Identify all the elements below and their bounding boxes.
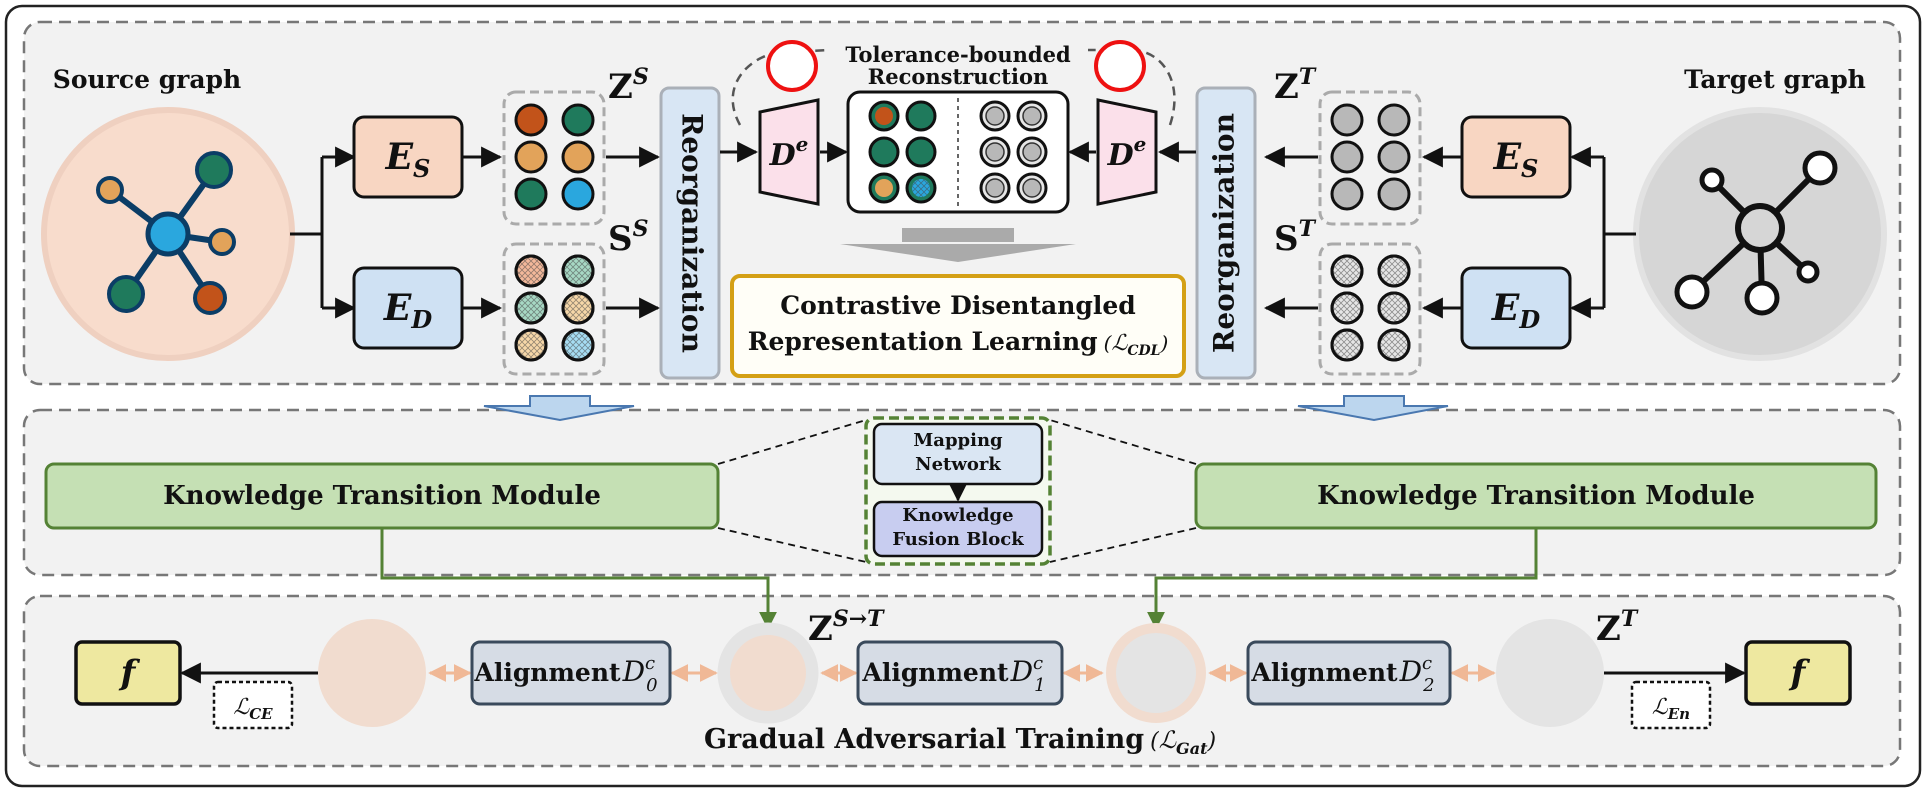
recon-target-nodes bbox=[979, 100, 1048, 204]
target-domain-circle bbox=[1496, 619, 1604, 727]
ktm-right-label: Knowledge Transition Module bbox=[1317, 481, 1755, 511]
loss-en-label: ℒEn bbox=[1652, 695, 1690, 723]
st-nodes bbox=[1330, 254, 1411, 362]
decoder-left-label: De bbox=[769, 132, 809, 173]
intermediate-domain-1-inner bbox=[730, 635, 806, 711]
encoder-ed-left-label: ED bbox=[383, 287, 432, 334]
reorganization-right-label: Reorganization bbox=[1208, 113, 1241, 353]
intermediate-domain-2-inner bbox=[1116, 633, 1196, 713]
ktm-left-label: Knowledge Transition Module bbox=[163, 481, 601, 511]
fusion-block-box bbox=[872, 500, 1044, 558]
recon-loop-right bbox=[1088, 48, 1176, 126]
reorganization-left bbox=[659, 86, 721, 380]
z-t-bottom-label: ZT bbox=[1596, 606, 1639, 649]
alignment-d0-box bbox=[470, 640, 672, 706]
classifier-right-label: f bbox=[1789, 653, 1811, 693]
cdl-line1: Contrastive Disentangled bbox=[780, 291, 1136, 320]
alignment-d2-box bbox=[1246, 640, 1452, 706]
zt-nodes bbox=[1330, 103, 1411, 211]
encoder-output-arrows bbox=[462, 146, 1462, 319]
source-graph-icon bbox=[41, 107, 295, 361]
reconstruction-box bbox=[846, 90, 1070, 214]
recon-title-line1: Tolerance-bounded bbox=[845, 42, 1071, 67]
ss-nodes bbox=[514, 254, 595, 362]
tolerance-circle-left bbox=[766, 40, 818, 92]
reorganization-left-label: Reorganization bbox=[676, 113, 709, 353]
source-graph-label: Source graph bbox=[53, 65, 241, 94]
loss-ce-box bbox=[212, 680, 294, 730]
target-graph-icon bbox=[1633, 107, 1887, 361]
decoder-right bbox=[1096, 98, 1158, 206]
blue-down-arrow-left bbox=[483, 395, 635, 422]
recon-title-line2: Reconstruction bbox=[868, 64, 1048, 89]
target-branch-arrows bbox=[1569, 146, 1636, 319]
loss-ce-label: ℒCE bbox=[233, 695, 273, 723]
encoder-ed-right-label: ED bbox=[1491, 287, 1540, 334]
mapping-line1: Mapping bbox=[913, 430, 1003, 451]
zt-label: ZT bbox=[1274, 64, 1317, 107]
mapping-line2: Network bbox=[915, 454, 1001, 475]
gat-label: Gradual Adversarial Training(ℒGat) bbox=[704, 724, 1216, 758]
fusion-line2: Fusion Block bbox=[892, 529, 1024, 550]
decoder-right-label: De bbox=[1107, 132, 1147, 173]
encoder-es-left-label: ES bbox=[385, 136, 431, 183]
zoom-lines bbox=[717, 419, 1197, 563]
reorganization-right bbox=[1195, 86, 1257, 380]
cdl-box bbox=[730, 274, 1186, 378]
decoder-left bbox=[758, 98, 820, 206]
ktm-right-connector bbox=[1147, 528, 1538, 630]
ss-label: SS bbox=[608, 216, 648, 259]
z-st-label: ZS→T bbox=[808, 606, 885, 649]
target-graph-label: Target graph bbox=[1684, 65, 1866, 94]
recon-source-nodes bbox=[868, 100, 937, 204]
zs-label: ZS bbox=[608, 64, 649, 107]
tolerance-circle-right bbox=[1094, 40, 1146, 92]
st-label: ST bbox=[1274, 216, 1317, 259]
cdl-line2: Representation Learning(ℒCDL) bbox=[748, 327, 1169, 359]
encoder-es-right-label: ES bbox=[1493, 136, 1539, 183]
source-branch-arrows bbox=[290, 146, 357, 319]
source-domain-circle bbox=[318, 619, 426, 727]
ktm-left-connector bbox=[380, 528, 777, 630]
blue-down-arrow-right bbox=[1297, 395, 1449, 422]
fusion-line1: Knowledge bbox=[902, 505, 1013, 526]
feature-to-reorg-arrows bbox=[606, 146, 1318, 319]
classifier-left-label: f bbox=[119, 653, 141, 693]
zs-nodes bbox=[514, 103, 595, 211]
gray-down-arrow bbox=[840, 228, 1076, 262]
loss-en-box bbox=[1630, 680, 1712, 730]
alignment-d1-box bbox=[856, 640, 1064, 706]
